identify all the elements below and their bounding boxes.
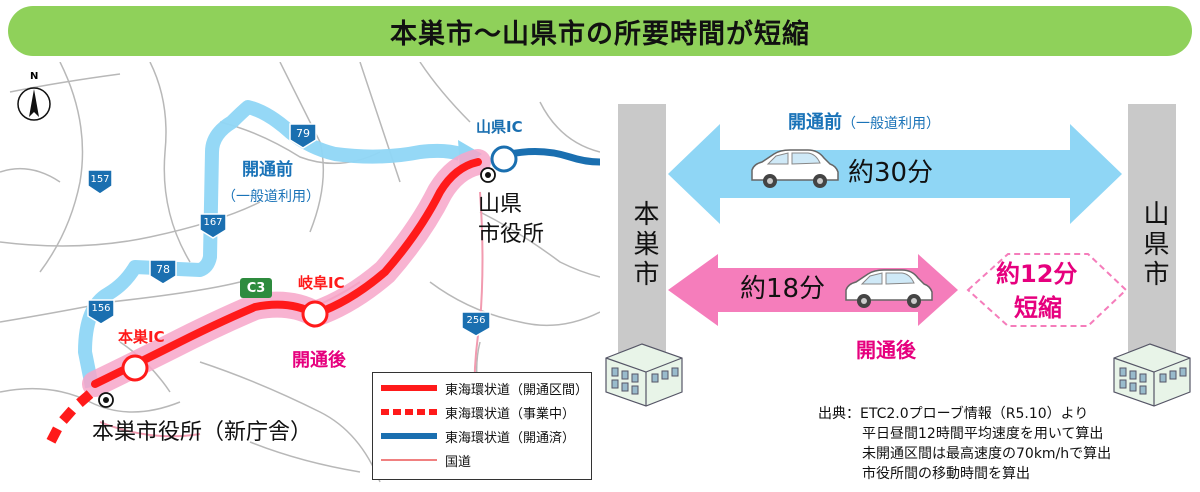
source-line-4: 市役所間の移動時間を算出 bbox=[862, 466, 1030, 482]
yamagata-ic-marker bbox=[490, 145, 518, 173]
legend-swatch-existing bbox=[381, 433, 437, 439]
right-city-pillar bbox=[1128, 104, 1176, 364]
yamagata-office-label-line2: 市役所 bbox=[478, 222, 545, 247]
map-before-sub: （一般道利用） bbox=[222, 189, 320, 205]
page-title: 本巣市～山県市の所要時間が短縮 bbox=[390, 18, 810, 50]
after-label: 開通後 bbox=[856, 338, 916, 362]
yamagata-office-marker bbox=[480, 167, 496, 183]
north-compass-icon bbox=[17, 87, 51, 121]
route-label-167: 167 bbox=[203, 217, 223, 228]
left-city-pillar bbox=[618, 104, 666, 364]
source-line-3: 未開通区間は最高速度の70km/hで算出 bbox=[862, 446, 1112, 462]
motosu-ic-marker bbox=[121, 354, 149, 382]
motosu-ic-label: 本巣IC bbox=[118, 328, 165, 346]
source-line-1: 出典：ETC2.0プローブ情報（R5.10）より bbox=[818, 406, 1089, 422]
after-time: 約18分 bbox=[740, 274, 826, 304]
map-after-label: 開通後 bbox=[292, 350, 346, 371]
car-icon bbox=[751, 149, 839, 188]
route-shield-157 bbox=[87, 169, 113, 195]
expressway-existing-path bbox=[504, 147, 600, 166]
map-before-label: 開通前 bbox=[242, 160, 293, 180]
route-shield-79 bbox=[289, 123, 317, 149]
route-label-78: 78 bbox=[156, 263, 170, 276]
map-legend: 東海環状道（開通区間） 東海環状道（事業中） 東海環状道（開通済） 国道 bbox=[372, 372, 592, 480]
source-note: 出典：ETC2.0プローブ情報（R5.10）より 平日昼間12時間平均速度を用い… bbox=[818, 404, 1111, 484]
expressway-badge bbox=[240, 278, 272, 298]
before-label: 開通前（一般道利用） bbox=[788, 114, 940, 132]
savings-label: 短縮 bbox=[1014, 294, 1062, 322]
gifu-ic-label: 岐阜IC bbox=[298, 274, 345, 292]
route-shield-167 bbox=[199, 213, 227, 239]
before-time: 約30分 bbox=[848, 158, 934, 188]
car-icon bbox=[845, 269, 933, 308]
route-map: N 157 79 167 78 156 256 C3 山県IC 岐阜IC 本巣I… bbox=[0, 62, 600, 492]
legend-label: 東海環状道（事業中） bbox=[445, 406, 576, 422]
route-shield-256 bbox=[461, 311, 491, 337]
expressway-construction-path bbox=[43, 390, 94, 450]
right-city-label: 山県市 bbox=[1139, 200, 1169, 290]
route-label-157: 157 bbox=[90, 174, 110, 185]
expressway-badge-label: C3 bbox=[246, 281, 266, 296]
left-city-label: 本巣市 bbox=[629, 200, 659, 290]
motosu-office-label: 本巣市役所（新庁舎） bbox=[92, 420, 313, 445]
legend-label: 東海環状道（開通済） bbox=[445, 430, 576, 446]
route-label-256: 256 bbox=[466, 315, 486, 326]
before-route-path bbox=[78, 100, 463, 389]
legend-swatch-national bbox=[381, 459, 437, 461]
gifu-ic-marker bbox=[301, 300, 329, 328]
route-label-156: 156 bbox=[91, 303, 111, 314]
source-line-2: 平日昼間12時間平均速度を用いて算出 bbox=[862, 426, 1104, 442]
yamagata-office-label-line1: 山県 bbox=[478, 192, 523, 217]
title-banner: 本巣市～山県市の所要時間が短縮 bbox=[8, 6, 1192, 56]
legend-item-open: 東海環状道（開通区間） bbox=[373, 379, 589, 398]
legend-label: 東海環状道（開通区間） bbox=[445, 382, 589, 398]
motosu-office-marker bbox=[98, 392, 114, 408]
legend-item-construction: 東海環状道（事業中） bbox=[373, 403, 576, 422]
north-label: N bbox=[30, 71, 39, 82]
savings-time: 約12分 bbox=[996, 260, 1078, 288]
legend-swatch-open bbox=[381, 385, 437, 391]
legend-item-existing: 東海環状道（開通済） bbox=[373, 427, 576, 446]
map-canvas bbox=[0, 62, 600, 483]
legend-item-national: 国道 bbox=[373, 451, 472, 470]
before-label-sub: （一般道利用） bbox=[842, 116, 940, 132]
route-shield-78 bbox=[149, 259, 177, 285]
legend-label: 国道 bbox=[445, 454, 472, 470]
route-shield-156 bbox=[87, 299, 115, 325]
legend-swatch-construction bbox=[381, 409, 437, 415]
route-label-79: 79 bbox=[296, 127, 310, 140]
before-label-main: 開通前 bbox=[788, 112, 842, 133]
yamagata-ic-label: 山県IC bbox=[476, 118, 523, 136]
